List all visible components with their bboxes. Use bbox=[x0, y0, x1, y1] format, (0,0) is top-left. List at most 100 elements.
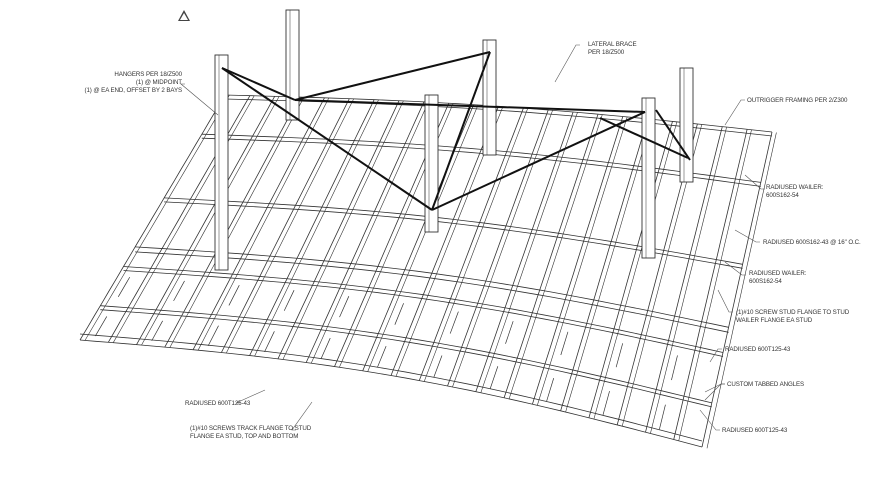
label-line: (1)#10 SCREWS TRACK FLANGE TO STUD bbox=[190, 425, 312, 432]
framing-member-9 bbox=[123, 270, 724, 357]
stud-7 bbox=[277, 100, 400, 360]
stud-2-flange bbox=[141, 96, 280, 346]
stud-7-flange bbox=[282, 100, 404, 360]
stud-4-flange bbox=[197, 97, 330, 351]
stud-10-flange bbox=[367, 104, 479, 372]
stud-4 bbox=[192, 97, 325, 350]
hanger-post-5 bbox=[679, 67, 694, 183]
blocking bbox=[117, 276, 131, 297]
leader-line bbox=[724, 99, 745, 126]
label-track-right-bottom: RADIUSED 600T125-43 bbox=[722, 427, 787, 435]
lateral-brace-line bbox=[599, 117, 689, 159]
stud-22 bbox=[701, 131, 773, 448]
stud-3 bbox=[164, 96, 300, 348]
label-track-right-top: RADIUSED 600T125-43 bbox=[725, 346, 790, 354]
lateral-brace-line bbox=[655, 109, 691, 161]
leader-line bbox=[291, 401, 313, 431]
label-wailer-top: RADIUSED WAILER: 600S162-54 bbox=[766, 184, 823, 200]
blocking bbox=[602, 390, 610, 416]
lateral-brace-line bbox=[221, 67, 296, 101]
blocking bbox=[546, 378, 555, 402]
label-line: FLANGE EA STUD, TOP AND BOTTOM bbox=[190, 433, 299, 440]
leader-line bbox=[724, 261, 746, 276]
blocking bbox=[671, 355, 678, 381]
stud-18 bbox=[588, 121, 673, 418]
label-wailer-mid: RADIUSED WAILER: 600S162-54 bbox=[749, 270, 806, 286]
blocking bbox=[228, 285, 240, 306]
label-screw-stud: (1)#10 SCREW STUD FLANGE TO STUD WAILER … bbox=[736, 309, 849, 325]
label-line: CUSTOM TABBED ANGLES bbox=[727, 381, 805, 388]
label-line: (1) @ MIDPOINT bbox=[135, 79, 182, 86]
blocking bbox=[377, 345, 387, 368]
leader-line bbox=[709, 348, 722, 363]
stud-17 bbox=[560, 118, 649, 412]
stud-6 bbox=[249, 99, 375, 356]
label-line: (1) @ EA END, OFFSET BY 2 BAYS bbox=[84, 87, 183, 94]
label-outrigger: OUTRIGGER FRAMING PER 2/Z300 bbox=[747, 97, 847, 105]
blocking bbox=[207, 325, 219, 347]
stud-20 bbox=[645, 126, 723, 433]
blocking bbox=[264, 331, 275, 353]
label-line: OUTRIGGER FRAMING PER 2/Z300 bbox=[747, 97, 848, 104]
stud-21-flange bbox=[678, 129, 752, 441]
lateral-brace-line bbox=[431, 51, 491, 211]
lateral-brace-line bbox=[431, 111, 646, 211]
stud-12-flange bbox=[423, 108, 528, 382]
framing-member-5 bbox=[164, 201, 743, 269]
blocking bbox=[560, 331, 569, 356]
lateral-brace-line bbox=[221, 67, 433, 211]
stud-21 bbox=[673, 129, 748, 440]
stud-22-flange bbox=[706, 132, 777, 449]
lateral-brace-line bbox=[294, 51, 491, 101]
hanger-post-1 bbox=[285, 9, 300, 121]
stud-15 bbox=[503, 114, 599, 398]
stud-13-flange bbox=[452, 110, 553, 388]
stud-15-flange bbox=[508, 114, 603, 399]
label-line: RADIUSED 600T125-43 bbox=[725, 346, 791, 353]
stud-16 bbox=[532, 116, 624, 405]
blocking bbox=[173, 280, 185, 302]
leader-line bbox=[717, 289, 733, 313]
label-line: 600S162-54 bbox=[766, 192, 799, 199]
hanger-post-2 bbox=[424, 94, 439, 233]
stud-12 bbox=[418, 107, 524, 381]
stud-6-flange bbox=[254, 99, 379, 357]
revision-triangle-inner bbox=[180, 13, 188, 20]
blocking bbox=[659, 404, 666, 430]
leader-line bbox=[235, 389, 266, 404]
blocking bbox=[394, 303, 404, 325]
stud-8 bbox=[305, 101, 425, 363]
hanger-post-4 bbox=[641, 97, 656, 259]
stud-0-flange bbox=[84, 94, 230, 341]
stud-17-flange bbox=[565, 119, 653, 413]
leader-line bbox=[699, 409, 720, 431]
label-line: RADIUSED WAILER: bbox=[766, 184, 824, 191]
stud-1-flange bbox=[112, 95, 255, 343]
stud-20-flange bbox=[650, 127, 727, 434]
stud-14-flange bbox=[480, 112, 578, 393]
label-line: RADIUSED 600S162-43 @ 16" O.C. bbox=[763, 239, 861, 246]
stud-16-flange bbox=[537, 116, 628, 406]
stud-8-flange bbox=[310, 101, 429, 364]
framing-member-11 bbox=[100, 309, 712, 408]
blocking bbox=[489, 366, 499, 389]
label-line: LATERAL BRACE bbox=[588, 41, 637, 48]
stud-0 bbox=[79, 94, 226, 341]
leader-line bbox=[704, 383, 725, 393]
blocking bbox=[339, 296, 350, 318]
label-tabbed-angles: CUSTOM TABBED ANGLES bbox=[727, 381, 804, 389]
label-line: WAILER FLANGE EA STUD bbox=[736, 317, 813, 324]
stud-14 bbox=[475, 111, 574, 392]
framing-member-7 bbox=[135, 251, 729, 333]
framing-member-3 bbox=[201, 137, 761, 187]
blocking bbox=[95, 316, 108, 337]
label-screw-track: (1)#10 SCREWS TRACK FLANGE TO STUD FLANG… bbox=[190, 425, 312, 441]
label-lateral-brace: LATERAL BRACE PER 18/Z500 bbox=[588, 41, 637, 57]
label-line: RADIUSED 600T125-43 bbox=[185, 400, 251, 407]
blocking bbox=[283, 290, 295, 311]
label-studs: RADIUSED 600S162-43 @ 16" O.C. bbox=[763, 239, 861, 247]
hanger-post-3 bbox=[482, 39, 497, 156]
label-line: HANGERS PER 18/Z500 bbox=[114, 71, 182, 78]
label-line: PER 18/Z500 bbox=[588, 49, 625, 56]
